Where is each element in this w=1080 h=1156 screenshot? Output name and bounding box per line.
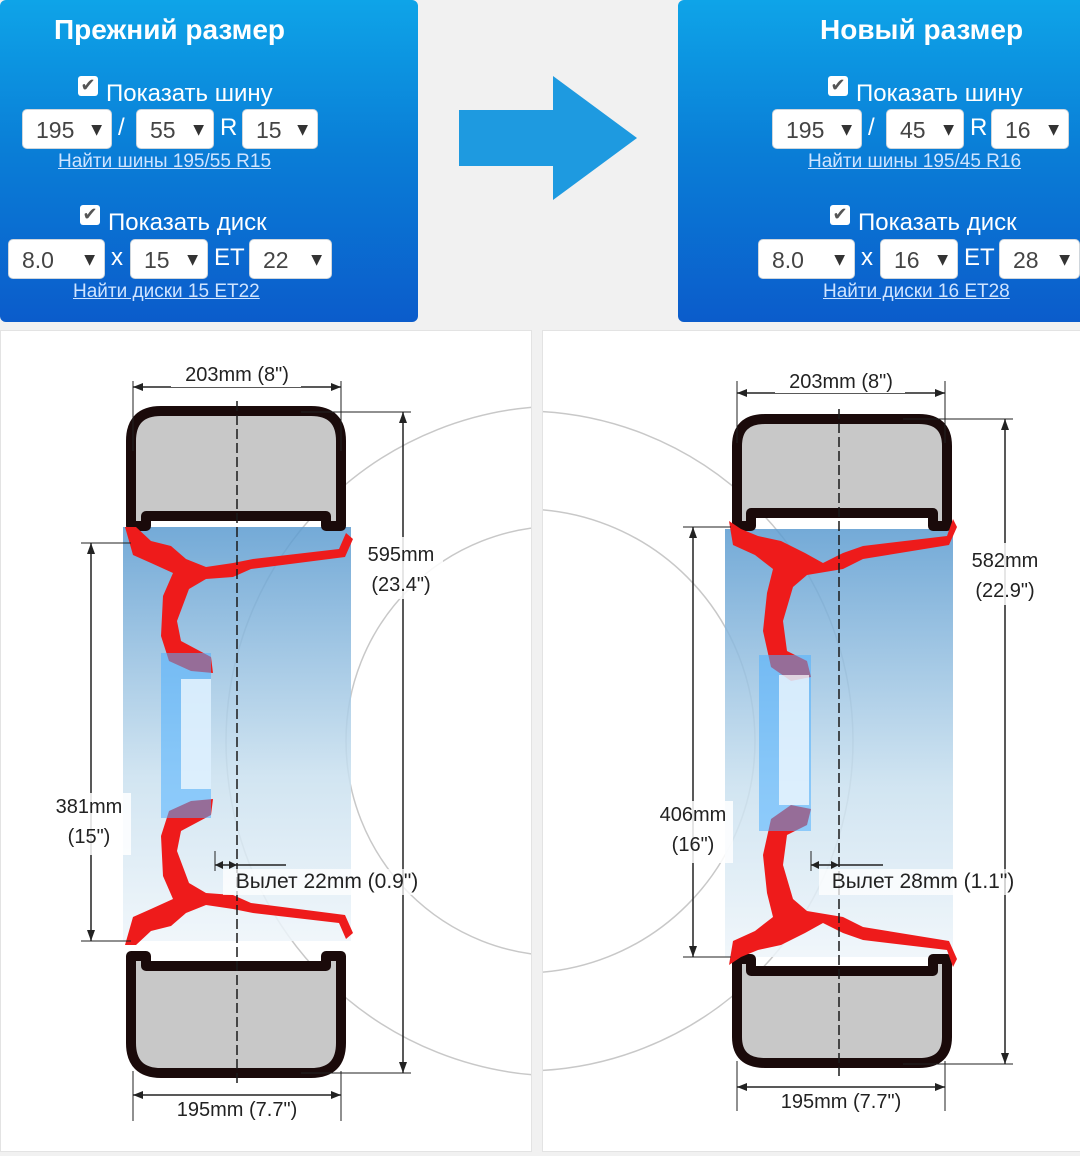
tire-bottom-section xyxy=(126,951,346,1078)
r-separator: R xyxy=(220,114,238,141)
new-disc-et-select[interactable]: 28 ▼ xyxy=(999,239,1080,279)
hub-bore xyxy=(779,675,809,805)
new-size-panel: Новый размер ✔ Показать шину 195 ▼ / 45 … xyxy=(678,0,1080,322)
new-disc-diameter-value: 16 xyxy=(894,247,920,273)
et-separator: ET xyxy=(964,244,995,271)
triangle-down-icon: ▼ xyxy=(943,122,954,138)
old-find-tires-link[interactable]: Найти шины 195/55 R15 xyxy=(58,151,272,172)
new-rim-value: 406mm xyxy=(660,804,727,826)
triangle-down-icon: ▼ xyxy=(937,252,948,268)
r-separator: R xyxy=(970,114,988,141)
triangle-down-icon: ▼ xyxy=(311,252,322,268)
new-size-title: Новый размер xyxy=(820,14,1024,45)
old-top-width-label: 203mm (8") xyxy=(185,364,289,386)
old-disc-et-select[interactable]: 22 ▼ xyxy=(249,239,332,279)
old-find-discs-link[interactable]: Найти диски 15 ET22 xyxy=(73,281,260,302)
old-wheel-cross-section: 203mm (8") 595mm (23.4") 381mm (15") Выл… xyxy=(49,361,897,1124)
new-disc-width-value: 8.0 xyxy=(772,247,804,273)
old-disc-diameter-select[interactable]: 15 ▼ xyxy=(130,239,208,279)
old-disc-diameter-value: 15 xyxy=(144,247,170,273)
slash-separator: / xyxy=(118,114,125,141)
rim-outline xyxy=(290,508,756,974)
new-find-discs-link[interactable]: Найти диски 16 ET28 xyxy=(823,281,1010,302)
new-wheel-cross-section: 203mm (8") 582mm (22.9") 406mm (16") Выл… xyxy=(192,367,1045,1116)
rim-profile-bottom xyxy=(729,805,957,967)
old-size-panel: Прежний размер ✔ Показать шину 195 ▼ / 5… xyxy=(0,0,418,322)
new-diameter-value: 582mm xyxy=(972,550,1039,572)
rim-profile-top xyxy=(729,519,957,681)
triangle-down-icon: ▼ xyxy=(834,252,845,268)
new-tire-profile-select[interactable]: 45 ▼ xyxy=(886,109,964,149)
old-offset-label: Вылет 22mm (0.9") xyxy=(236,870,419,893)
triangle-down-icon: ▼ xyxy=(297,122,308,138)
checkmark-icon[interactable]: ✔ xyxy=(78,76,98,96)
old-show-disc-checkbox[interactable]: ✔ Показать диск xyxy=(80,205,267,237)
old-tire-width-value: 195 xyxy=(36,117,75,143)
tire-bottom-section xyxy=(732,954,952,1068)
new-show-tire-checkbox[interactable]: ✔ Показать шину xyxy=(828,76,1023,108)
old-show-disc-label: Показать диск xyxy=(108,209,267,236)
new-bottom-width-label: 195mm (7.7") xyxy=(781,1091,901,1113)
triangle-down-icon: ▼ xyxy=(193,122,204,138)
triangle-down-icon: ▼ xyxy=(841,122,852,138)
triangle-down-icon: ▼ xyxy=(1059,252,1070,268)
new-tire-rim-value: 16 xyxy=(1005,117,1031,143)
rim-profile-bottom xyxy=(125,799,353,945)
new-tire-width-value: 195 xyxy=(786,117,825,143)
rim-profile-top xyxy=(125,527,353,673)
new-show-disc-checkbox[interactable]: ✔ Показать диск xyxy=(830,205,1017,237)
et-separator: ET xyxy=(214,244,245,271)
checkmark-icon[interactable]: ✔ xyxy=(828,76,848,96)
old-tire-profile-value: 55 xyxy=(150,117,176,143)
old-rim-value: 381mm xyxy=(56,796,123,818)
new-show-disc-label: Показать диск xyxy=(858,209,1017,236)
old-tire-rim-select[interactable]: 15 ▼ xyxy=(242,109,318,149)
new-offset-label: Вылет 28mm (1.1") xyxy=(832,870,1015,893)
new-find-tires-link[interactable]: Найти шины 195/45 R16 xyxy=(808,151,1022,172)
triangle-down-icon: ▼ xyxy=(187,252,198,268)
tire-top-section xyxy=(732,414,952,531)
old-show-tire-checkbox[interactable]: ✔ Показать шину xyxy=(78,76,273,108)
old-diameter-inches: (23.4") xyxy=(371,574,430,596)
new-disc-diameter-select[interactable]: 16 ▼ xyxy=(880,239,958,279)
new-diameter-inches: (22.9") xyxy=(975,580,1034,602)
old-size-title: Прежний размер xyxy=(54,14,286,45)
checkmark-icon[interactable]: ✔ xyxy=(830,205,850,225)
slash-separator: / xyxy=(868,114,875,141)
new-top-width-label: 203mm (8") xyxy=(789,371,893,393)
x-separator: x xyxy=(861,244,873,271)
old-disc-width-value: 8.0 xyxy=(22,247,54,273)
old-disc-et-value: 22 xyxy=(263,247,289,273)
triangle-down-icon: ▼ xyxy=(1048,122,1059,138)
new-disc-et-value: 28 xyxy=(1013,247,1039,273)
new-disc-width-select[interactable]: 8.0 ▼ xyxy=(758,239,855,279)
hub-bore xyxy=(181,679,211,789)
new-rim-inches: (16") xyxy=(672,834,715,856)
old-tire-width-select[interactable]: 195 ▼ xyxy=(22,109,112,149)
old-disc-width-select[interactable]: 8.0 ▼ xyxy=(8,239,105,279)
old-rim-inches: (15") xyxy=(68,826,111,848)
checkmark-icon[interactable]: ✔ xyxy=(80,205,100,225)
new-tire-width-select[interactable]: 195 ▼ xyxy=(772,109,862,149)
old-wheel-diagram: 203mm (8") 595mm (23.4") 381mm (15") Выл… xyxy=(0,330,897,1152)
tire-top-section xyxy=(126,406,346,531)
new-tire-rim-select[interactable]: 16 ▼ xyxy=(991,109,1069,149)
x-separator: x xyxy=(111,244,123,271)
new-tire-profile-value: 45 xyxy=(900,117,926,143)
old-diameter-value: 595mm xyxy=(368,544,435,566)
arrow-right-icon xyxy=(459,76,637,200)
old-tire-rim-value: 15 xyxy=(256,117,282,143)
triangle-down-icon: ▼ xyxy=(91,122,102,138)
new-show-tire-label: Показать шину xyxy=(856,80,1023,107)
old-bottom-width-label: 195mm (7.7") xyxy=(177,1099,297,1121)
old-tire-profile-select[interactable]: 55 ▼ xyxy=(136,109,214,149)
new-wheel-diagram: 203mm (8") 582mm (22.9") 406mm (16") Выл… xyxy=(192,330,1080,1152)
old-show-tire-label: Показать шину xyxy=(106,80,273,107)
triangle-down-icon: ▼ xyxy=(84,252,95,268)
